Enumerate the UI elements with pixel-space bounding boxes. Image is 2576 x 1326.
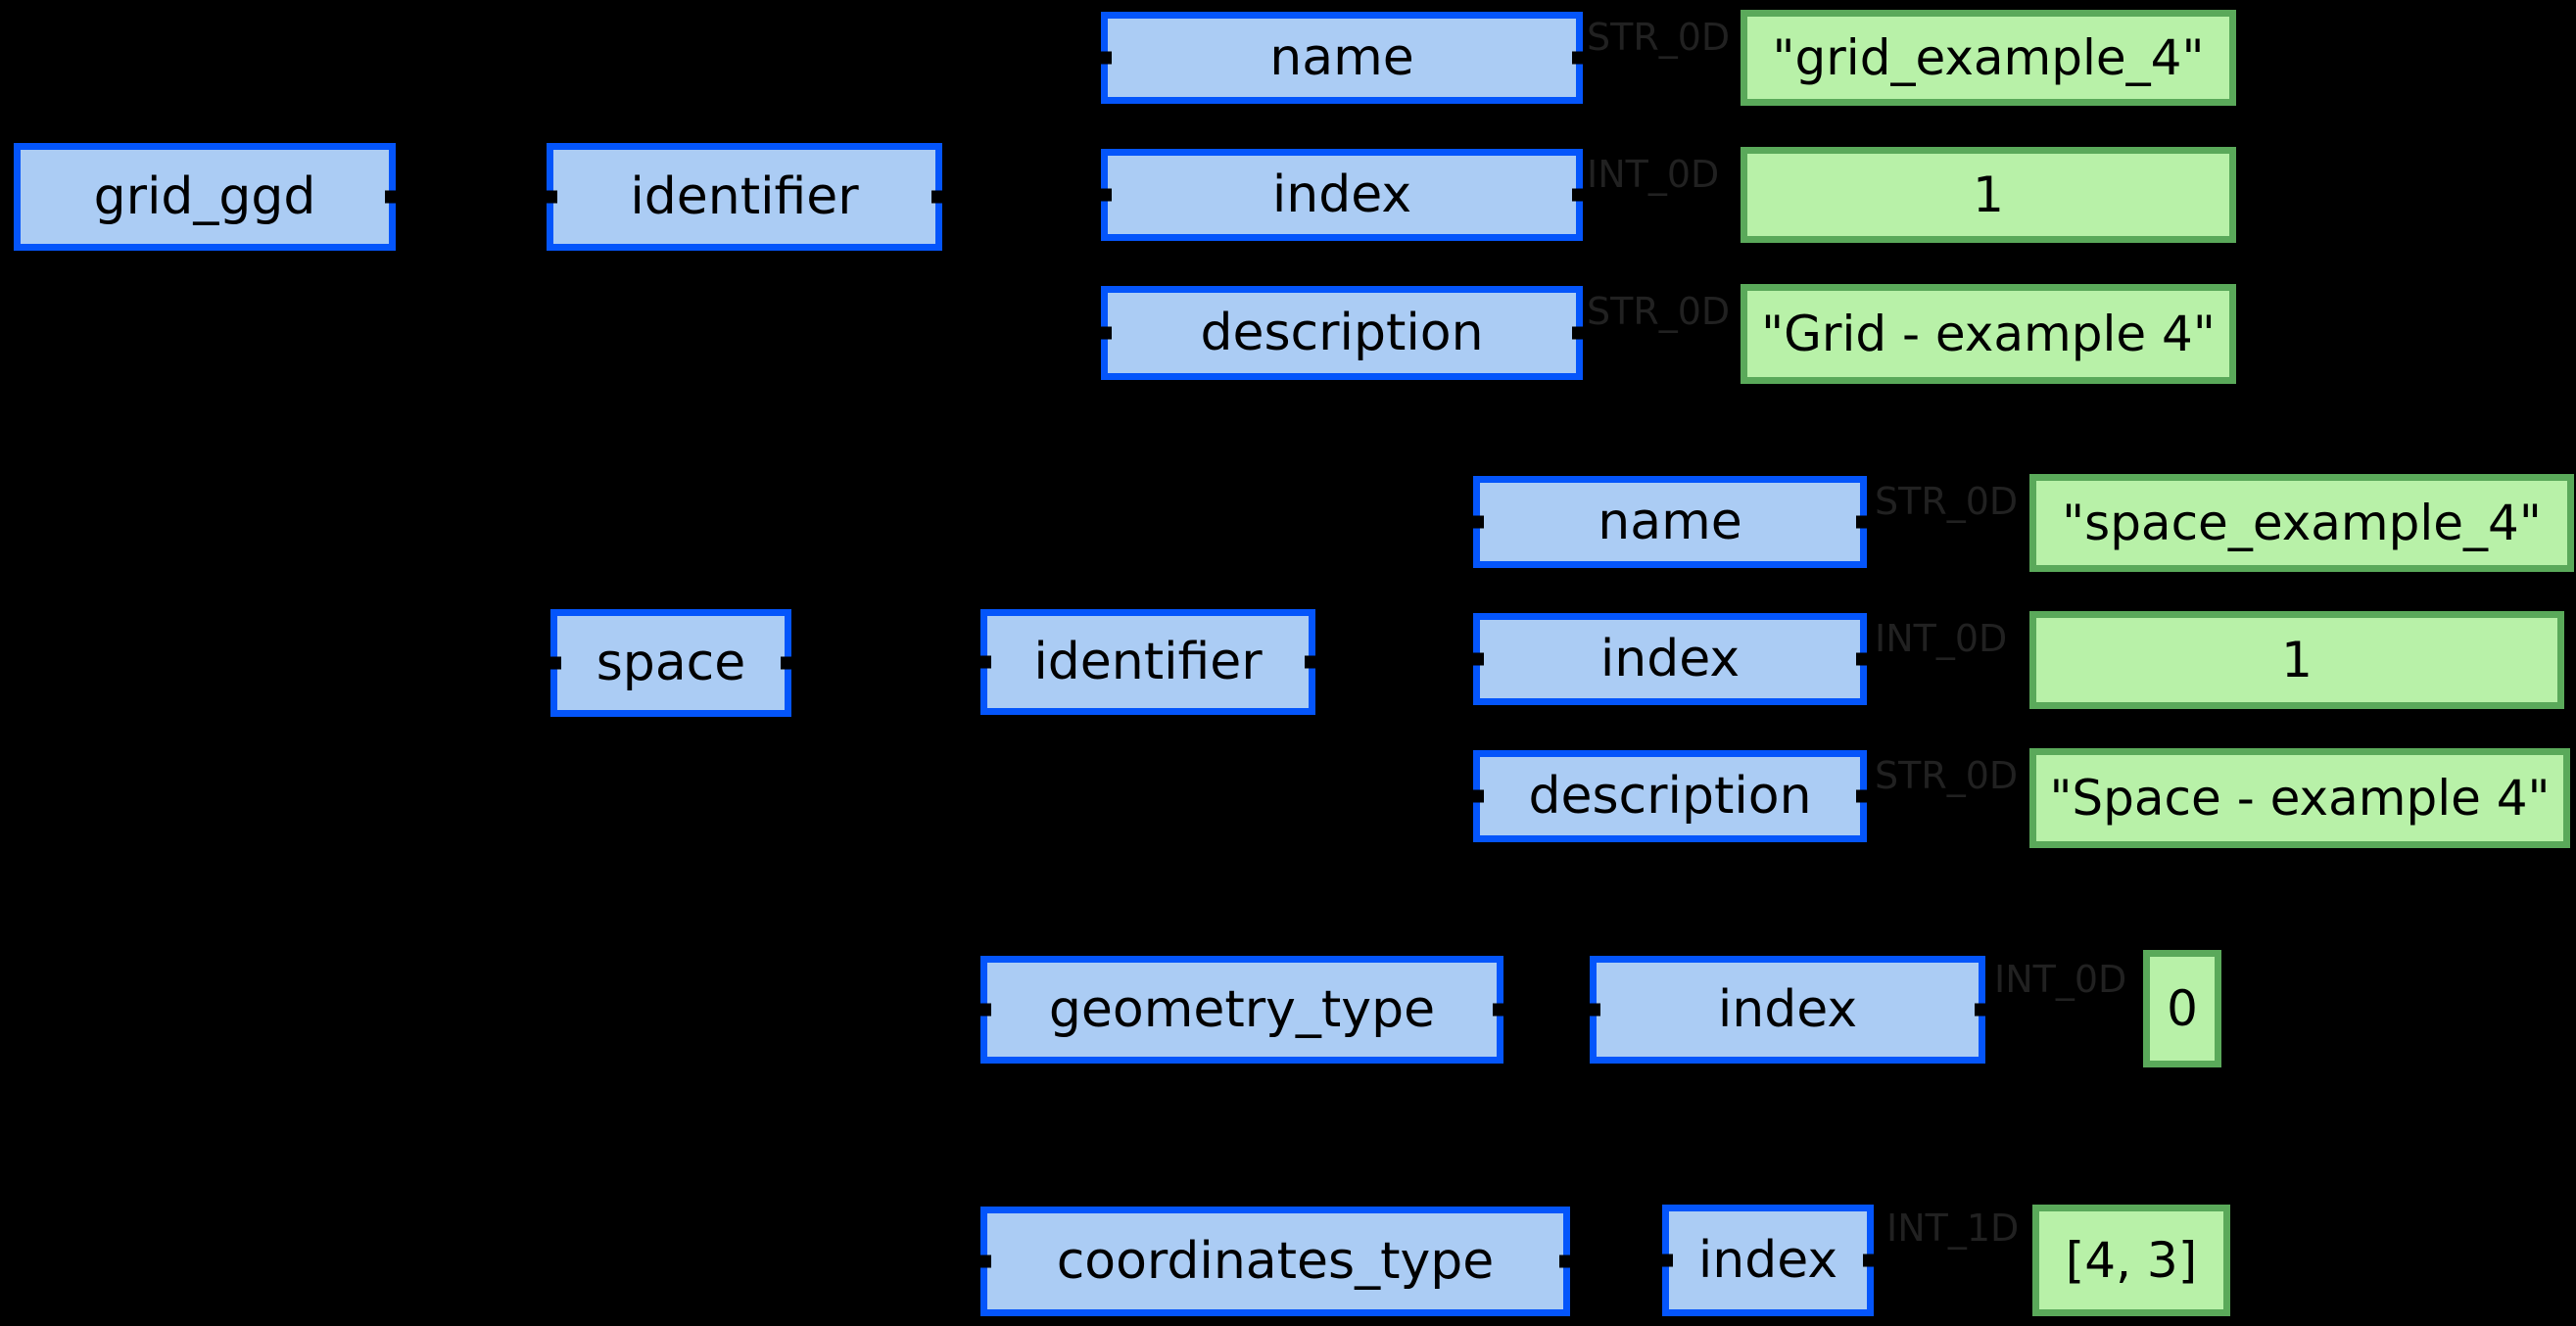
edge-label-grid-name-type: STR_0D	[1587, 16, 1731, 59]
node-space-identifier: identifier	[980, 609, 1315, 715]
edge-label-coordinates-type-index-type: INT_1D	[1886, 1207, 2020, 1250]
node-geometry-type: geometry_type	[980, 956, 1503, 1064]
node-space-index: index	[1473, 613, 1867, 705]
edge-label-space-description-type: STR_0D	[1875, 754, 2019, 797]
value-coordinates-type-index: [4, 3]	[2032, 1205, 2230, 1316]
value-space-description: "Space - example 4"	[2029, 748, 2570, 848]
edge-label-grid-description-type: STR_0D	[1587, 290, 1731, 333]
node-space: space	[550, 609, 791, 717]
edge-label-geometry-type-index-type: INT_0D	[1994, 958, 2127, 1001]
node-grid-ggd: grid_ggd	[14, 143, 396, 251]
edge-label-grid-index-type: INT_0D	[1587, 153, 1720, 196]
value-grid-name: "grid_example_4"	[1741, 10, 2236, 106]
edge-label-space-name-type: STR_0D	[1875, 480, 2019, 523]
value-space-index: 1	[2029, 611, 2564, 709]
node-grid-name: name	[1101, 12, 1583, 104]
value-space-name: "space_example_4"	[2029, 474, 2574, 572]
node-geometry-type-index: index	[1590, 956, 1985, 1064]
value-grid-description: "Grid - example 4"	[1741, 284, 2236, 384]
node-grid-description: description	[1101, 286, 1583, 380]
node-coordinates-type-index: index	[1662, 1205, 1874, 1316]
value-grid-index: 1	[1741, 147, 2236, 243]
edge-label-space-index-type: INT_0D	[1875, 617, 2008, 660]
node-space-name: name	[1473, 476, 1867, 568]
node-grid-index: index	[1101, 149, 1583, 241]
node-space-description: description	[1473, 750, 1867, 842]
node-coordinates-type: coordinates_type	[980, 1207, 1570, 1316]
value-geometry-type-index: 0	[2143, 950, 2221, 1067]
node-grid-identifier: identifier	[547, 143, 942, 251]
